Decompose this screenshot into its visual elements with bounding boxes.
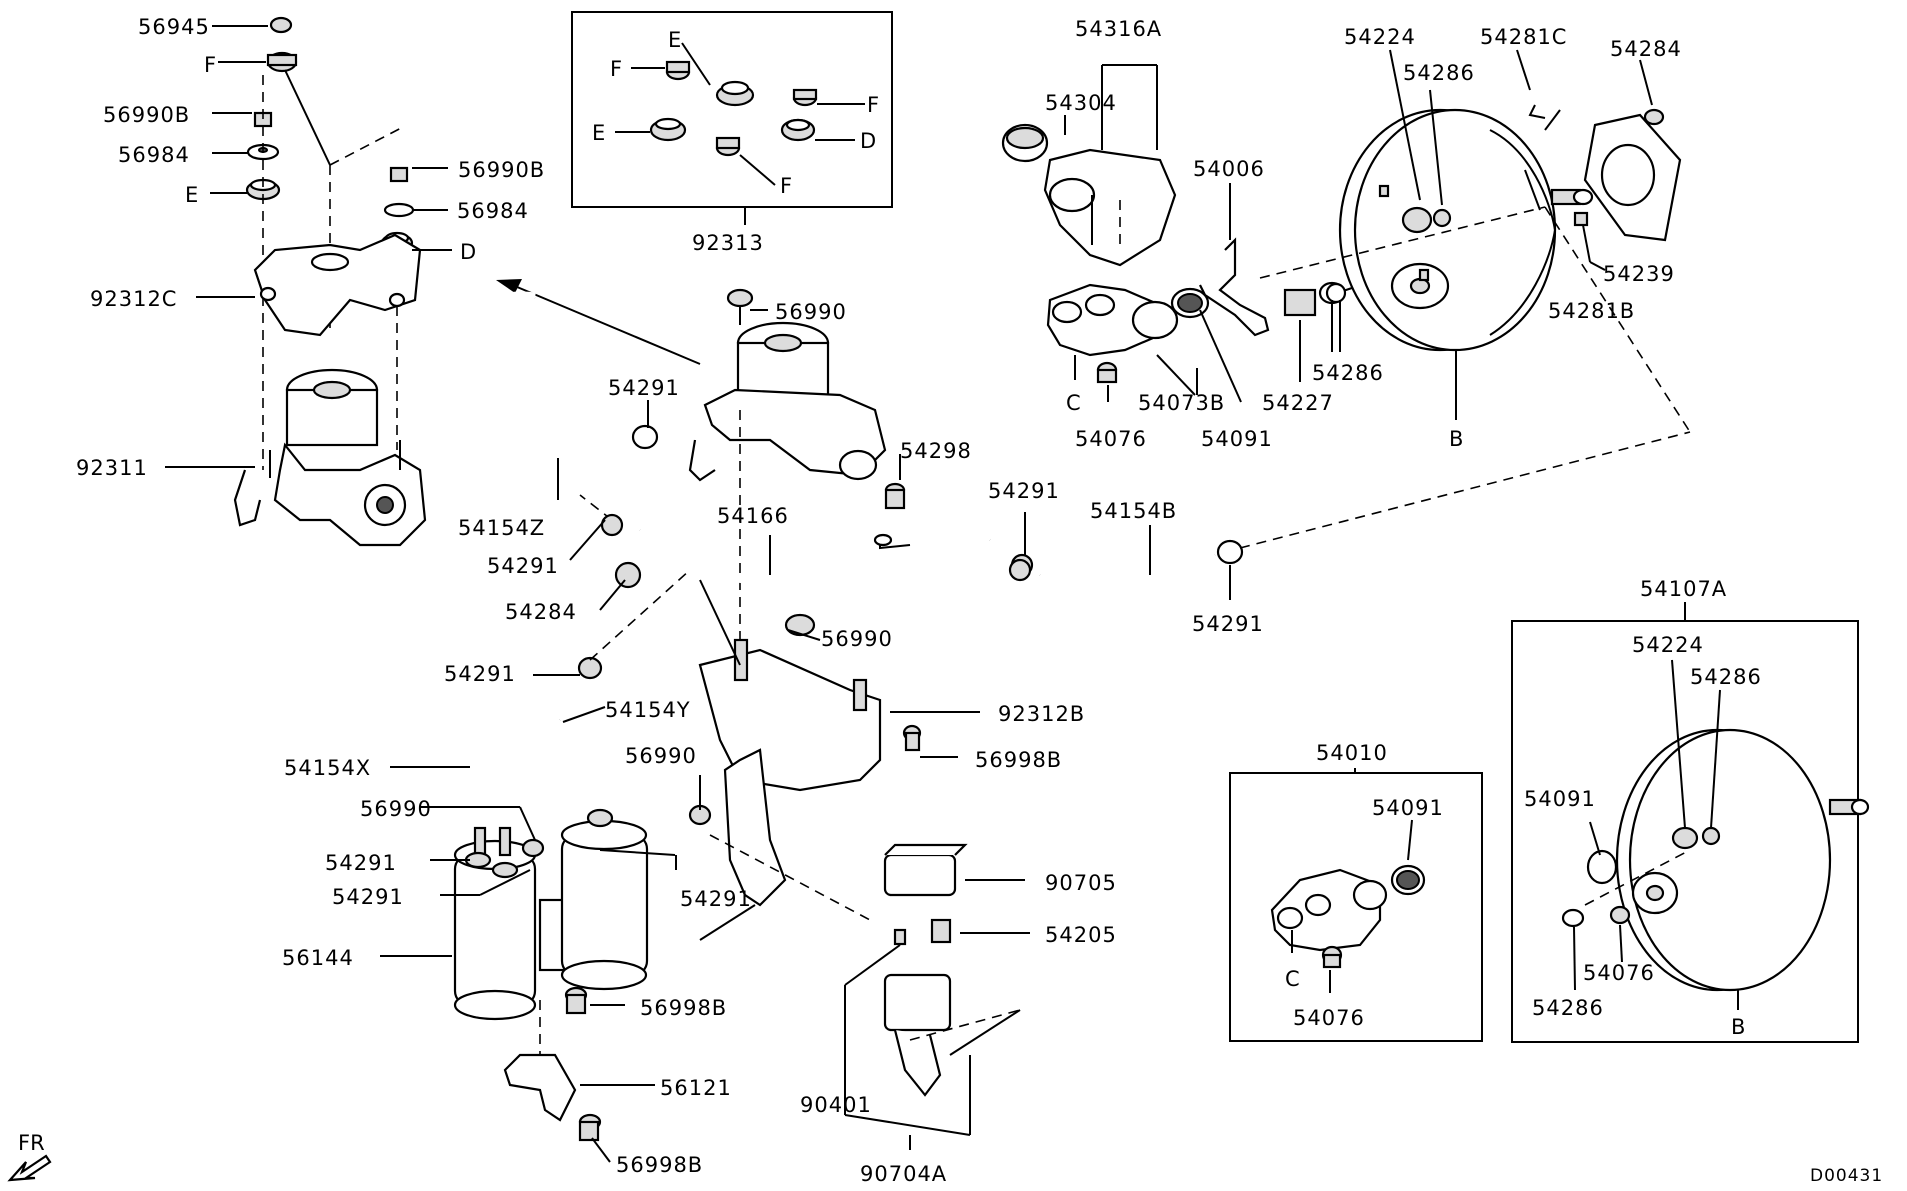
label-E: E (592, 121, 605, 145)
label-54286: 54286 (1312, 361, 1384, 385)
label-56990: 56990 (625, 744, 697, 768)
label-56990B: 56990B (103, 103, 190, 127)
label-56990: 56990 (775, 300, 847, 324)
label-56990: 56990 (821, 627, 893, 651)
front-direction-arrow (7, 1154, 52, 1182)
label-90401: 90401 (800, 1093, 872, 1117)
label-F: F (780, 174, 792, 198)
canister-56144 (453, 826, 567, 1021)
label-D: D (460, 240, 476, 264)
label-54224: 54224 (1632, 633, 1704, 657)
label-54091: 54091 (1372, 796, 1444, 820)
label-90704A: 90704A (860, 1162, 947, 1186)
label-56121: 56121 (660, 1076, 732, 1100)
label-54284: 54284 (1610, 37, 1682, 61)
label-54291: 54291 (680, 887, 752, 911)
label-54291: 54291 (332, 885, 404, 909)
leader-lines (165, 25, 1739, 1163)
label-92313: 92313 (692, 231, 764, 255)
label-54291: 54291 (1192, 612, 1264, 636)
label-54073B: 54073B (1138, 391, 1225, 415)
master-cylinder-kit-54010 (1270, 864, 1426, 969)
label-54281C: 54281C (1480, 25, 1567, 49)
label-54154X: 54154X (284, 756, 371, 780)
label-56990B: 56990B (458, 158, 545, 182)
canister-right (503, 808, 649, 1142)
brake-booster-kit-54107A (1561, 728, 1870, 992)
label-54107A: 54107A (1640, 577, 1727, 601)
label-54010: 54010 (1316, 741, 1388, 765)
part-labels: 56945 F 56990B 56984 E 56990B 56984 D 92… (18, 15, 1883, 1186)
label-92311: 92311 (76, 456, 148, 480)
label-56990: 56990 (360, 797, 432, 821)
label-54006: 54006 (1193, 157, 1265, 181)
label-54166: 54166 (717, 504, 789, 528)
label-90705: 90705 (1045, 871, 1117, 895)
label-54154Y: 54154Y (605, 698, 691, 722)
label-54076: 54076 (1075, 427, 1147, 451)
label-92312B: 92312B (998, 702, 1085, 726)
label-56984: 56984 (118, 143, 190, 167)
label-54154Z: 54154Z (458, 516, 545, 540)
diagram-id: D00431 (1810, 1166, 1883, 1186)
label-56998B: 56998B (616, 1153, 703, 1177)
label-54286: 54286 (1690, 665, 1762, 689)
label-C: C (1066, 391, 1081, 415)
vacuum-pump-assembly-left (233, 16, 427, 547)
label-B: B (1731, 1015, 1745, 1039)
label-56984: 56984 (457, 199, 529, 223)
label-56945: 56945 (138, 15, 210, 39)
label-54281B: 54281B (1548, 299, 1635, 323)
grommet-kit-92313 (615, 42, 865, 225)
label-54205: 54205 (1045, 923, 1117, 947)
flow-arrow-head (496, 279, 522, 293)
label-54284: 54284 (505, 600, 577, 624)
label-54227: 54227 (1262, 391, 1334, 415)
label-E: E (185, 183, 198, 207)
label-54291: 54291 (608, 376, 680, 400)
flow-arrow-line (509, 283, 701, 365)
direction-label: FR (18, 1131, 45, 1155)
label-D: D (860, 129, 876, 153)
vacuum-pump-center (688, 288, 906, 645)
kit-box-92313 (571, 11, 893, 208)
label-56998B: 56998B (640, 996, 727, 1020)
label-54291: 54291 (988, 479, 1060, 503)
label-54298: 54298 (900, 439, 972, 463)
label-54076: 54076 (1293, 1006, 1365, 1030)
label-F: F (610, 57, 622, 81)
label-F: F (204, 53, 216, 77)
brake-booster-top (1259, 104, 1691, 433)
label-54304: 54304 (1045, 91, 1117, 115)
label-F: F (867, 93, 879, 117)
label-54091: 54091 (1524, 787, 1596, 811)
label-54239: 54239 (1603, 262, 1675, 286)
label-54091: 54091 (1201, 427, 1273, 451)
label-56144: 56144 (282, 946, 354, 970)
label-54291: 54291 (487, 554, 559, 578)
label-54291: 54291 (444, 662, 516, 686)
label-54291: 54291 (325, 851, 397, 875)
label-54224: 54224 (1344, 25, 1416, 49)
label-E: E (668, 28, 681, 52)
label-92312C: 92312C (90, 287, 177, 311)
label-54316A: 54316A (1075, 17, 1162, 41)
label-54076: 54076 (1583, 961, 1655, 985)
label-B: B (1449, 427, 1463, 451)
label-54286: 54286 (1403, 61, 1475, 85)
label-54154B: 54154B (1090, 499, 1177, 523)
label-56998B: 56998B (975, 748, 1062, 772)
vacuum-hoses (460, 291, 1691, 840)
relay-group (844, 843, 1021, 1150)
master-cylinder-top (1001, 123, 1371, 396)
label-54286: 54286 (1532, 996, 1604, 1020)
label-C: C (1285, 967, 1300, 991)
